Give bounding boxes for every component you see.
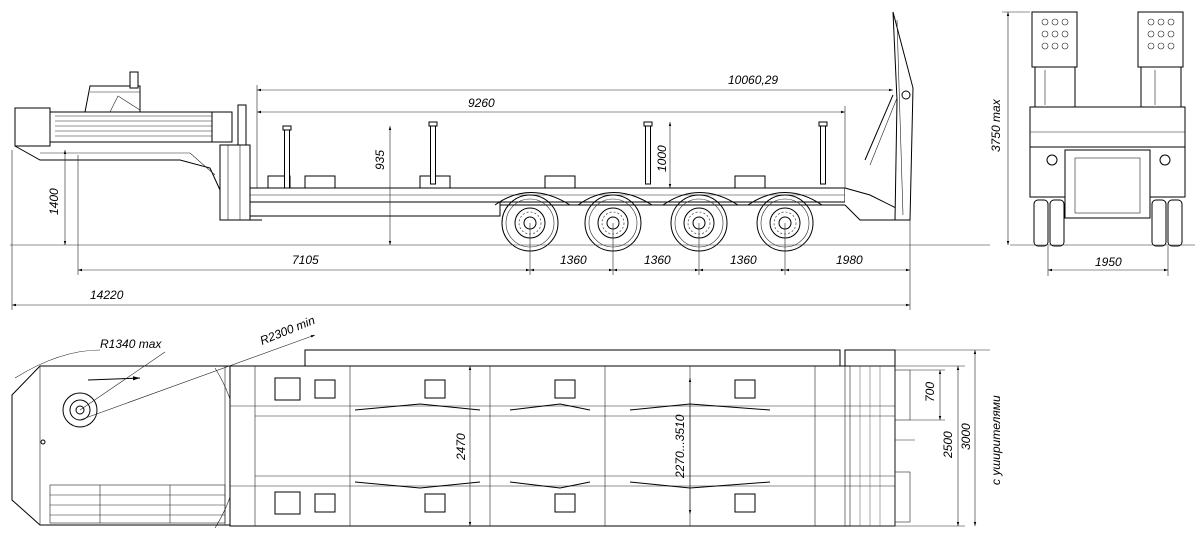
dim-rear-overhang-label: 1980 (836, 253, 863, 267)
dim-axle-spacing-1-label: 1360 (560, 253, 587, 267)
top-gooseneck (11, 349, 239, 529)
dim-deck-width-label: 2470 (454, 433, 468, 461)
dim-stake-front-label: 935 (373, 150, 387, 170)
dim-overall-length: 14220 (11, 150, 910, 310)
dim-stake-front: 935 (373, 125, 392, 245)
dim-axle-spacing-3-label: 1360 (730, 253, 757, 267)
dim-platform: 9260 (256, 85, 846, 188)
gooseneck (14, 71, 262, 221)
dim-width-extended-label: 3000 (959, 423, 973, 450)
top-view: R1340 max R2300 min (11, 313, 1003, 529)
dim-rear-height-label: 3750 max (989, 98, 1003, 152)
side-wheels (494, 192, 823, 252)
dim-overall-platform-label: 10060,29 (728, 73, 778, 87)
dim-rear-height: 3750 max (989, 11, 1030, 245)
side-view: 10060,29 9260 935 1000 1400 (10, 11, 990, 310)
dim-ramp-spread-label: 2270...3510 (673, 414, 687, 479)
rear-view: 3750 max 1950 (989, 11, 1195, 276)
dim-axle-spacing-2-label: 1360 (644, 253, 671, 267)
radius-front-label: R1340 max (100, 337, 162, 351)
dim-deck-width: 2470 (454, 366, 472, 526)
dim-stake-rear-label: 1000 (655, 145, 669, 172)
dim-overall-platform: 10060,29 (257, 73, 893, 92)
dim-width: 2500 (895, 365, 965, 527)
top-deck (229, 349, 915, 527)
dim-axle-row: 7105 1360 1360 1360 1980 (78, 220, 911, 310)
dim-coupling-height-label: 1400 (47, 188, 61, 215)
dim-ramp-width-label: 700 (923, 382, 937, 402)
dim-ramp-width: 700 (910, 369, 945, 421)
dim-ramp-spread: 2270...3510 (673, 378, 692, 514)
dim-width-extended: 3000 с уширителями (880, 349, 1003, 526)
dim-coupling-height: 1400 (47, 150, 67, 245)
dim-width-label: 2500 (941, 431, 955, 459)
dim-overall-length-label: 14220 (90, 288, 124, 302)
rear-ramp (864, 11, 914, 221)
dim-track: 1950 (1047, 246, 1169, 276)
dim-kingpin-axle-label: 7105 (292, 253, 319, 267)
dim-platform-label: 9260 (468, 96, 495, 110)
dim-stake-rear: 1000 (655, 122, 672, 188)
dim-width-extended-note: с уширителями (989, 395, 1003, 485)
dim-track-label: 1950 (1095, 255, 1122, 269)
radius-swing-label: R2300 min (258, 313, 317, 348)
